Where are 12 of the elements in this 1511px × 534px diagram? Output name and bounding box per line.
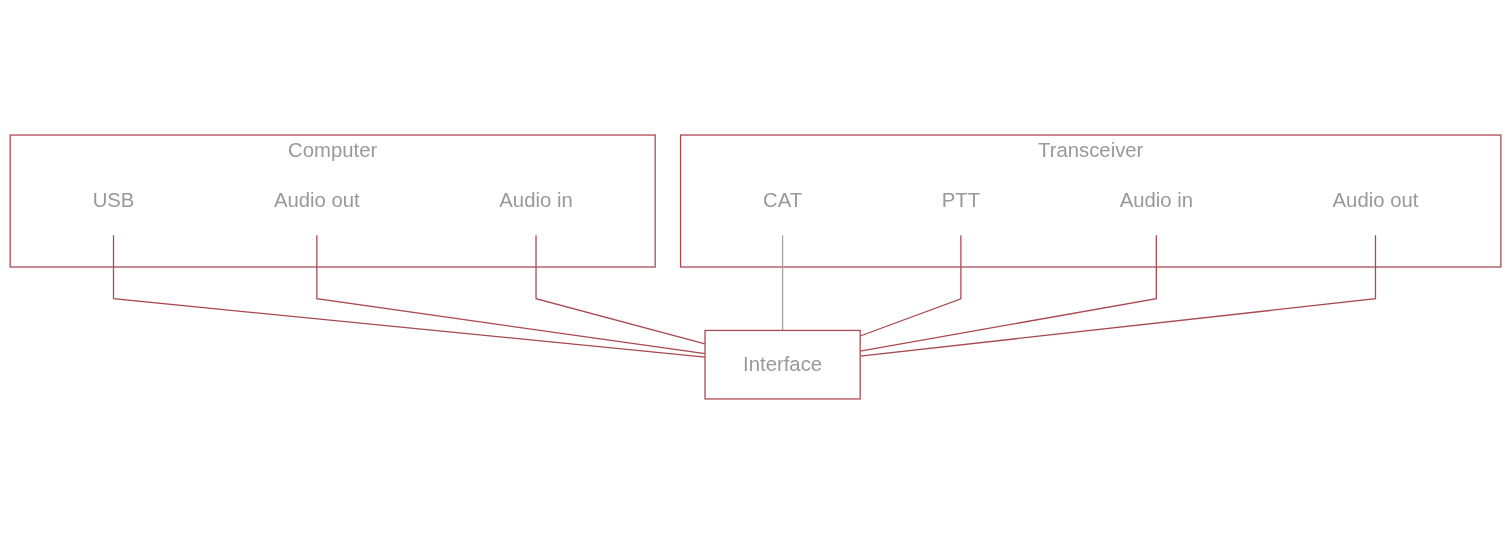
- connector: [316, 234, 706, 355]
- node-text: Audio out: [273, 189, 360, 212]
- node-text: USB: [92, 189, 135, 212]
- node-box: Interface: [704, 329, 861, 400]
- node-text: CAT: [763, 189, 803, 212]
- connector: [535, 234, 706, 345]
- node-text: Audio in: [499, 189, 573, 212]
- node-text: Audio in: [1119, 189, 1194, 212]
- node-text: Audio out: [1332, 189, 1419, 212]
- node-text: PTT: [941, 189, 981, 212]
- connector: [781, 234, 784, 332]
- connector: [112, 234, 706, 358]
